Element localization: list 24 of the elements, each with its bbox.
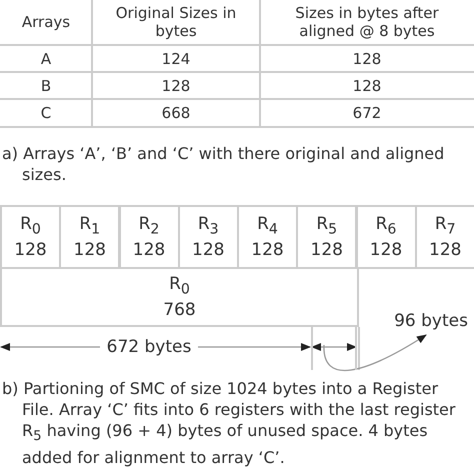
table-cell: C <box>40 104 52 122</box>
column-header: Arrays <box>22 13 70 31</box>
column-header: Sizes in bytes after aligned @ 8 bytes <box>294 4 440 40</box>
table-cell: 128 <box>162 76 190 94</box>
table-cell: 672 <box>352 104 382 122</box>
register-box: R$_{1}$ 128 <box>59 205 120 269</box>
register-box: R$_{5}$ 128 <box>296 205 358 269</box>
table-cell: A <box>40 50 52 68</box>
unused-space-region <box>311 325 357 370</box>
register-box: R$_{0}$ 768 <box>0 267 359 327</box>
text-label: 96 bytes <box>390 308 472 334</box>
table-cell: 668 <box>162 104 190 122</box>
register-box: R$_{7}$ 128 <box>414 205 474 269</box>
table-cell: 124 <box>162 50 190 68</box>
curved-arrow <box>323 334 427 372</box>
register-box: R$_{0}$ 128 <box>0 205 61 269</box>
table-cell: 128 <box>352 76 382 94</box>
column-header: Original Sizes in bytes <box>114 4 238 40</box>
caption: b) Partioning of SMC of size 1024 bytes into a Register File. Array ‘C’ fits into 6 registers with the last register R$_{5}$ having (96 + 4) bytes of unused space. 4 bytes added for alignment to array ‘C’. <box>2 378 456 468</box>
table-cell: B <box>40 76 52 94</box>
register-box: R$_{2}$ 128 <box>118 205 180 269</box>
register-box: R$_{6}$ 128 <box>356 205 416 269</box>
table-cell: 128 <box>352 50 382 68</box>
caption: a) Arrays ‘A’, ‘B’ and ‘C’ with there original and aligned sizes. <box>2 143 446 185</box>
